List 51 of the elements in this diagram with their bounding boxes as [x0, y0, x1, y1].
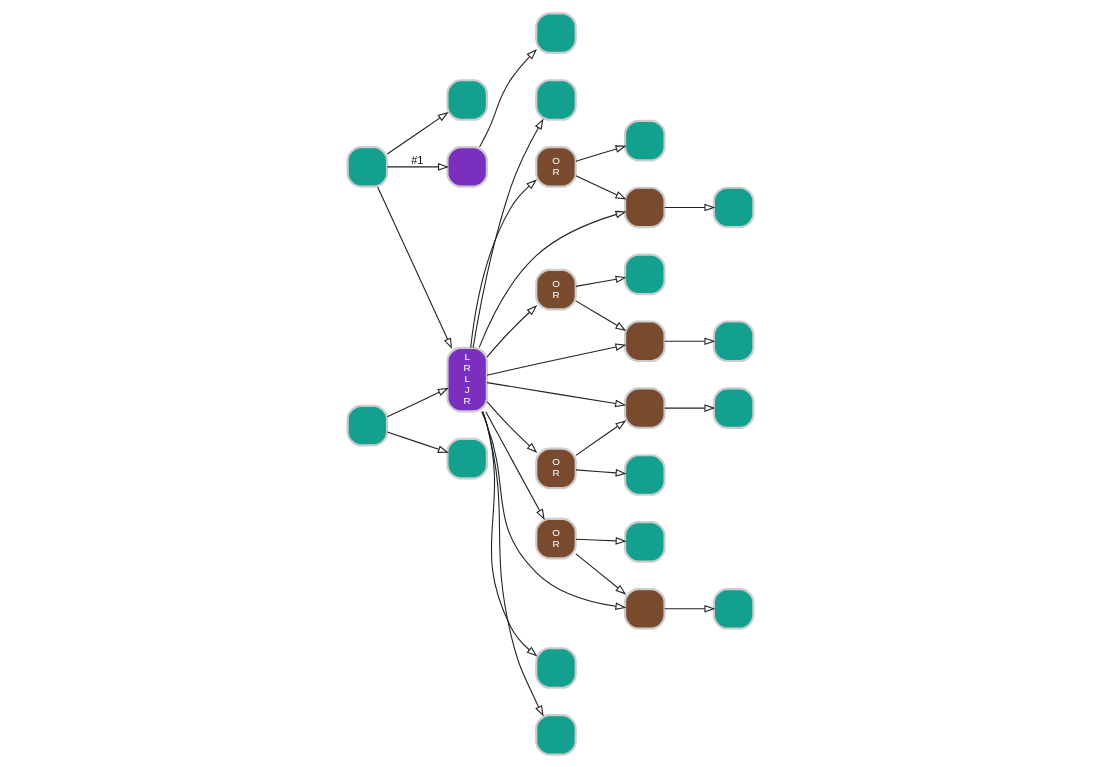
arrow [575, 468, 627, 477]
arrow [575, 552, 627, 595]
arrow [386, 111, 449, 155]
node-box [623, 119, 666, 161]
edge-label: #1 [411, 153, 424, 166]
node-box [712, 386, 755, 429]
arrow [575, 536, 627, 545]
node-box [446, 437, 488, 479]
arrow [472, 118, 544, 348]
arrow [486, 342, 627, 376]
arrow [664, 403, 716, 412]
node-box [623, 587, 666, 630]
arrow [481, 410, 627, 610]
arrow [664, 336, 716, 345]
node-box: L R L J R [446, 346, 488, 412]
arrow [386, 162, 449, 171]
arrow [664, 604, 716, 613]
arrow [485, 410, 545, 520]
arrow [575, 275, 627, 287]
arrow [486, 381, 627, 407]
node-box [346, 404, 389, 446]
node-box [623, 319, 666, 362]
arrow [486, 400, 538, 453]
node-box [446, 145, 488, 188]
arrow [479, 48, 537, 147]
arrow [386, 430, 449, 453]
node-box [623, 453, 666, 496]
node-box [535, 11, 577, 54]
node-box [623, 186, 666, 228]
node-box [712, 587, 755, 630]
arrow [386, 387, 449, 417]
node-box [346, 145, 389, 188]
arrow [470, 178, 538, 348]
arrow [575, 419, 627, 456]
arrow [486, 304, 538, 358]
arrow [377, 185, 452, 349]
node-box [712, 186, 755, 228]
node-box [623, 520, 666, 563]
arrow [478, 210, 627, 348]
node-box [712, 319, 755, 362]
arrow [664, 203, 716, 211]
node-box [535, 78, 577, 121]
node-box [535, 646, 577, 689]
arrow [575, 144, 627, 162]
node-box [623, 253, 666, 295]
arrow [575, 299, 627, 331]
arrow [575, 174, 627, 199]
arrow [482, 410, 544, 716]
node-box [446, 78, 488, 121]
node-box [535, 713, 577, 756]
node-box [623, 386, 666, 429]
